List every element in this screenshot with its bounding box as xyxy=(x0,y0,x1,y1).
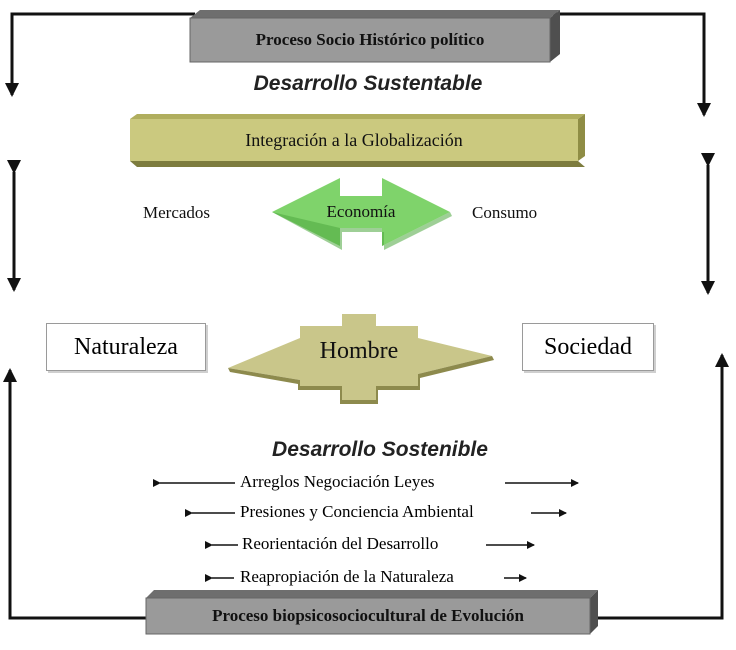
box-sociedad: Sociedad xyxy=(522,323,654,371)
bottom-right-arrow xyxy=(588,353,729,620)
heading-desarrollo-sostenible: Desarrollo Sostenible xyxy=(272,438,488,461)
top-banner-label: Proceso Socio Histórico político xyxy=(255,30,485,49)
label-hombre: Hombre xyxy=(319,338,399,364)
row-reapropiacion: Reapropiación de la Naturaleza xyxy=(240,567,454,586)
label-mercados: Mercados xyxy=(143,203,211,222)
row-reorientacion: Reorientación del Desarrollo xyxy=(242,534,439,553)
label-consumo: Consumo xyxy=(472,203,538,222)
globalization-bar-label: Integración a la Globalización xyxy=(245,130,463,150)
side-double-arrows xyxy=(7,153,715,295)
top-banner-shape xyxy=(189,10,560,63)
economia-arrow-shape xyxy=(272,178,452,250)
hombre-star-shape xyxy=(228,314,494,404)
bottom-left-arrow xyxy=(2,368,150,620)
bottom-banner-shape xyxy=(145,590,598,635)
row-arrows xyxy=(153,479,579,582)
bottom-banner-label: Proceso biopsicosociocultural de Evoluci… xyxy=(212,606,524,625)
heading-desarrollo-sustentable: Desarrollo Sustentable xyxy=(253,72,483,95)
row-arreglos: Arreglos Negociación Leyes xyxy=(240,472,435,491)
outer-frame-arrows xyxy=(2,12,729,620)
row-presiones: Presiones y Conciencia Ambiental xyxy=(240,502,474,521)
box-naturaleza: Naturaleza xyxy=(46,323,206,371)
top-left-arrow xyxy=(5,12,195,97)
globalization-bar-shape xyxy=(130,114,585,167)
label-economia: Economía xyxy=(326,202,396,221)
top-right-arrow xyxy=(548,12,711,117)
